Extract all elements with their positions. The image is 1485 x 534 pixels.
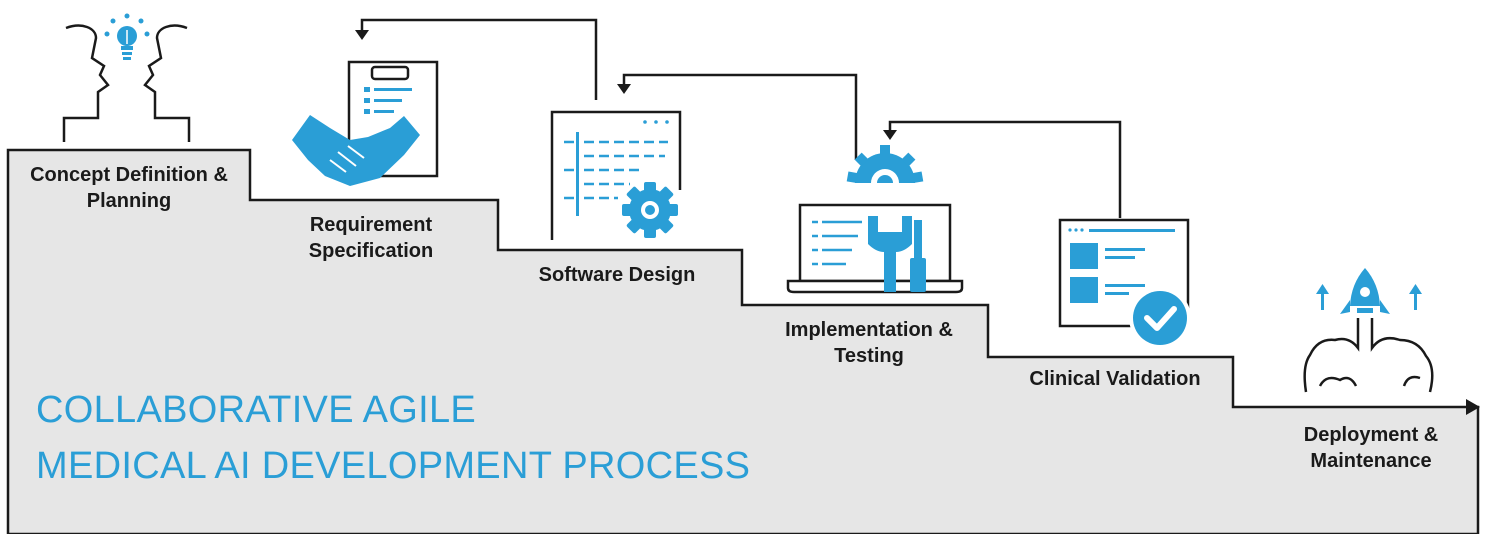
feedback-arrow-design-to-requirements: [355, 18, 598, 100]
step-label-software-design: Software Design: [539, 262, 696, 288]
diagram-title-line-2: MEDICAL AI DEVELOPMENT PROCESS: [36, 445, 751, 487]
step-label-clinical-validation: Clinical Validation: [1029, 366, 1200, 392]
step-label-line: Implementation &: [785, 319, 953, 341]
diagram-title-line-1: COLLABORATIVE AGILE: [36, 389, 477, 431]
step-label-line: Clinical Validation: [1029, 368, 1201, 390]
step-label-concept-definition: Concept Definition & Planning: [30, 162, 228, 214]
step-label-implementation-testing: Implementation & Testing: [785, 317, 953, 369]
step-label-line: Testing: [834, 345, 904, 367]
heads-lightbulb-icon: [62, 13, 191, 142]
staircase-background: [6, 148, 1480, 534]
step-label-line: Requirement: [309, 214, 433, 236]
clipboard-handshake-icon: [292, 60, 439, 186]
step-label-line: Deployment &: [1303, 424, 1439, 446]
code-document-gear-icon: [550, 110, 682, 240]
step-label-line: Planning: [86, 190, 172, 212]
step-label-line: Concept Definition &: [30, 164, 228, 186]
step-label-deployment-maintenance: Deployment & Maintenance: [1304, 422, 1438, 474]
laptop-tools-icon: [786, 145, 964, 294]
browser-checkmark-icon: [1058, 218, 1191, 349]
feedback-arrow-validation-to-implementation: [883, 120, 1122, 218]
rocket-launch-icon: [1303, 268, 1434, 393]
step-label-line: Software Design: [538, 264, 696, 286]
step-label-requirement-specification: Requirement Specification: [309, 212, 433, 264]
staircase-end-arrow: [1466, 399, 1480, 415]
step-label-line: Maintenance: [1310, 450, 1432, 472]
step-label-line: Specification: [308, 240, 434, 262]
feedback-arrow-implementation-to-design: [617, 73, 858, 160]
